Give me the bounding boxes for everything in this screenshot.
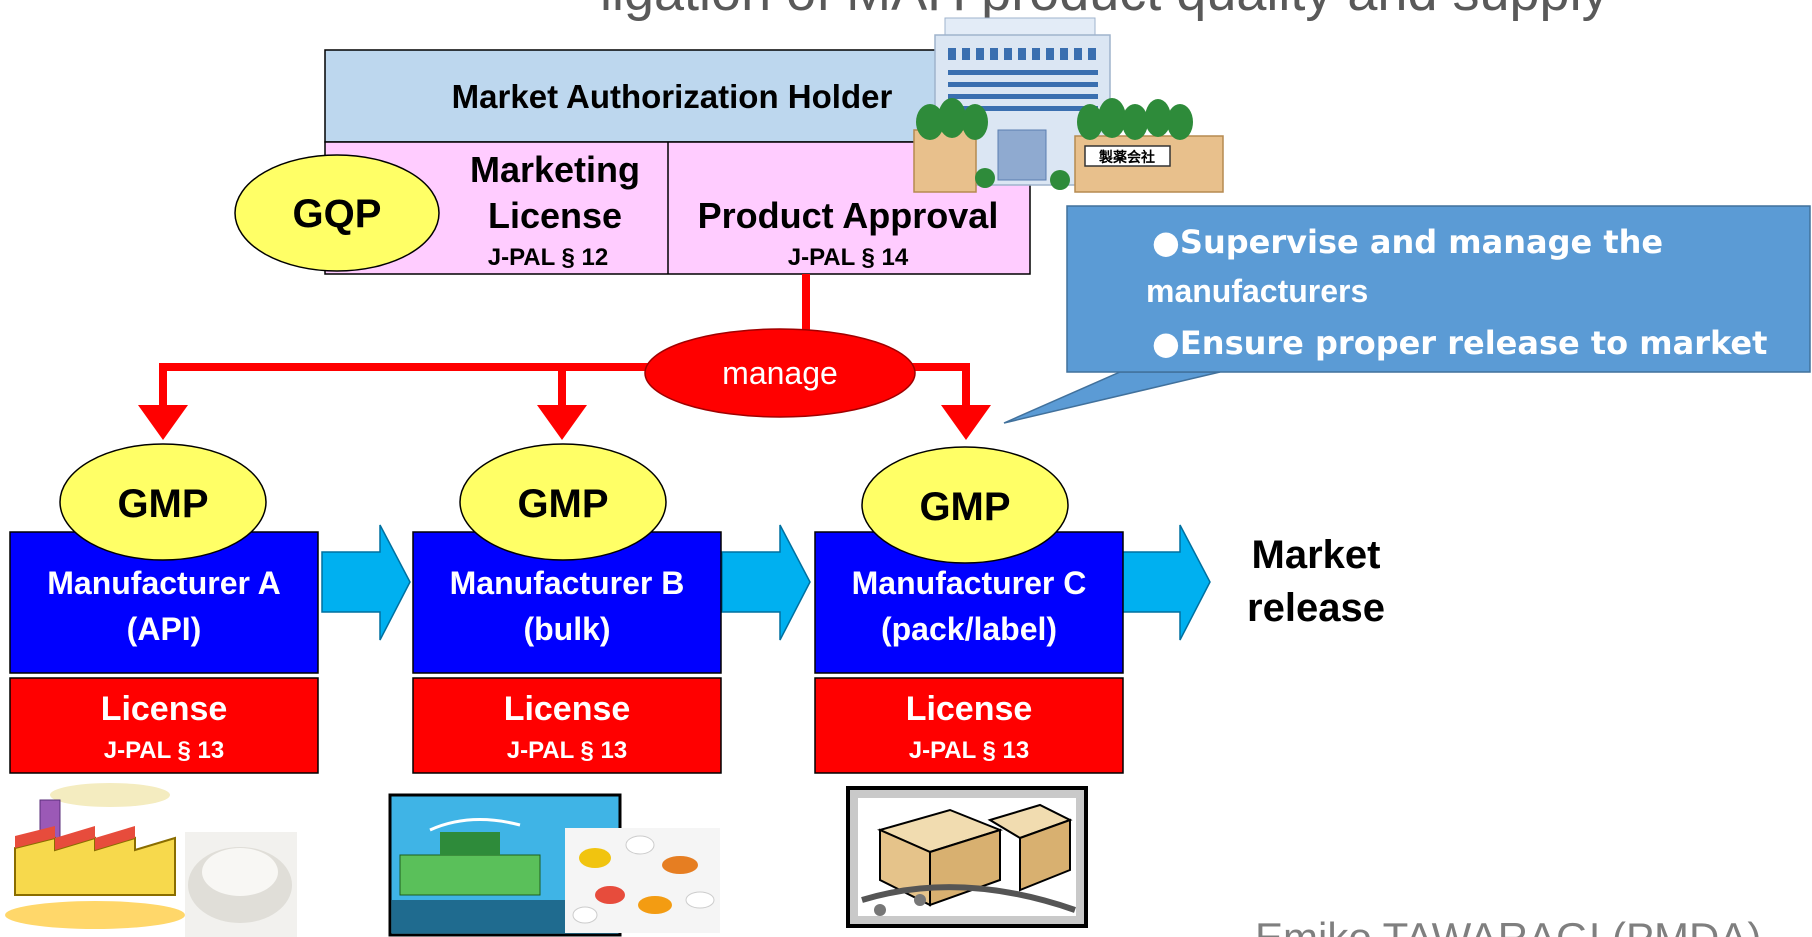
building-sign: 製薬会社 xyxy=(1098,149,1155,166)
marketing-license-line1: Marketing xyxy=(470,149,640,190)
arrowhead-b xyxy=(537,405,587,440)
gmp-a-ellipse xyxy=(59,443,267,561)
market-release-line2: release xyxy=(1247,586,1385,630)
manufacturer-a-role: (API) xyxy=(127,611,202,647)
bulk-factory-pills-illustration xyxy=(388,793,720,937)
gqp-ellipse xyxy=(234,154,440,272)
callout-text-1: Supervise and manage the xyxy=(1180,223,1663,261)
manage-connectors xyxy=(159,274,970,405)
product-approval-law: J-PAL § 14 xyxy=(788,244,909,271)
mah-body-box xyxy=(324,141,1031,275)
manufacturer-c: Manufacturer C (pack/label) GMP License … xyxy=(814,446,1124,774)
mah-title: Market Authorization Holder xyxy=(452,78,893,115)
gmp-c-ellipse xyxy=(861,446,1069,564)
marketing-license-line2: License xyxy=(488,195,622,236)
gqp-label: GQP xyxy=(293,192,382,236)
callout-text-3: Ensure proper release to market xyxy=(1180,324,1768,362)
license-c-label: License xyxy=(906,690,1033,728)
manufacturer-b: Manufacturer B (bulk) GMP License J-PAL … xyxy=(412,443,722,774)
license-a-label: License xyxy=(101,690,228,728)
flow-arrow-a-b xyxy=(321,524,411,641)
license-a-box xyxy=(9,677,319,774)
manufacturer-b-role: (bulk) xyxy=(523,611,610,647)
callout-pointer xyxy=(1003,371,1221,424)
manufacturer-c-role: (pack/label) xyxy=(881,611,1057,647)
manage-label: manage xyxy=(722,355,838,391)
flow-arrow-b-c xyxy=(721,524,811,641)
manufacturer-c-name: Manufacturer C xyxy=(852,565,1087,601)
footer-credit: Emiko TAWARAGI (PMDA) xyxy=(1255,914,1761,937)
gmp-c-label: GMP xyxy=(919,485,1010,529)
manufacturer-a: Manufacturer A (API) GMP License J-PAL §… xyxy=(9,443,319,774)
callout-line3: ●Ensure proper release to market xyxy=(1152,324,1767,362)
building-icon: 製薬会社 xyxy=(913,17,1224,193)
callout: ●Supervise and manage the manufacturers … xyxy=(1003,205,1811,424)
manage-arrowheads xyxy=(138,405,991,440)
arrowhead-a xyxy=(138,405,188,440)
license-c-law: J-PAL § 13 xyxy=(909,737,1030,764)
callout-box xyxy=(1066,205,1811,373)
mah-header-box xyxy=(324,49,1031,143)
callout-bullet-2: ● xyxy=(1152,324,1180,362)
flow-arrow-c-market xyxy=(1121,524,1211,641)
gmp-a-label: GMP xyxy=(117,482,208,526)
license-c-box xyxy=(814,677,1124,774)
license-b-law: J-PAL § 13 xyxy=(507,737,628,764)
license-a-law: J-PAL § 13 xyxy=(104,737,225,764)
marketing-license-law: J-PAL § 12 xyxy=(488,244,609,271)
header-title: ligation of MAH product quality and supp… xyxy=(600,0,1609,22)
callout-bullet-1: ● xyxy=(1152,223,1180,261)
gmp-b-ellipse xyxy=(459,443,667,561)
callout-line1: ●Supervise and manage the xyxy=(1152,223,1663,261)
product-approval: Product Approval xyxy=(698,195,999,236)
license-b-label: License xyxy=(504,690,631,728)
arrowhead-c xyxy=(941,405,991,440)
license-b-box xyxy=(412,677,722,774)
market-release-line1: Market xyxy=(1252,533,1381,577)
gmp-b-label: GMP xyxy=(517,482,608,526)
manufacturer-b-name: Manufacturer B xyxy=(450,565,685,601)
flow-arrows xyxy=(321,524,1211,641)
factory-powder-illustration xyxy=(5,783,297,937)
mah-block: Market Authorization Holder Marketing Li… xyxy=(234,49,1031,275)
manufacturer-a-name: Manufacturer A xyxy=(47,565,281,601)
manage-ellipse xyxy=(644,328,916,418)
packaging-boxes-illustration xyxy=(846,786,1088,928)
callout-line2: manufacturers xyxy=(1146,273,1368,309)
